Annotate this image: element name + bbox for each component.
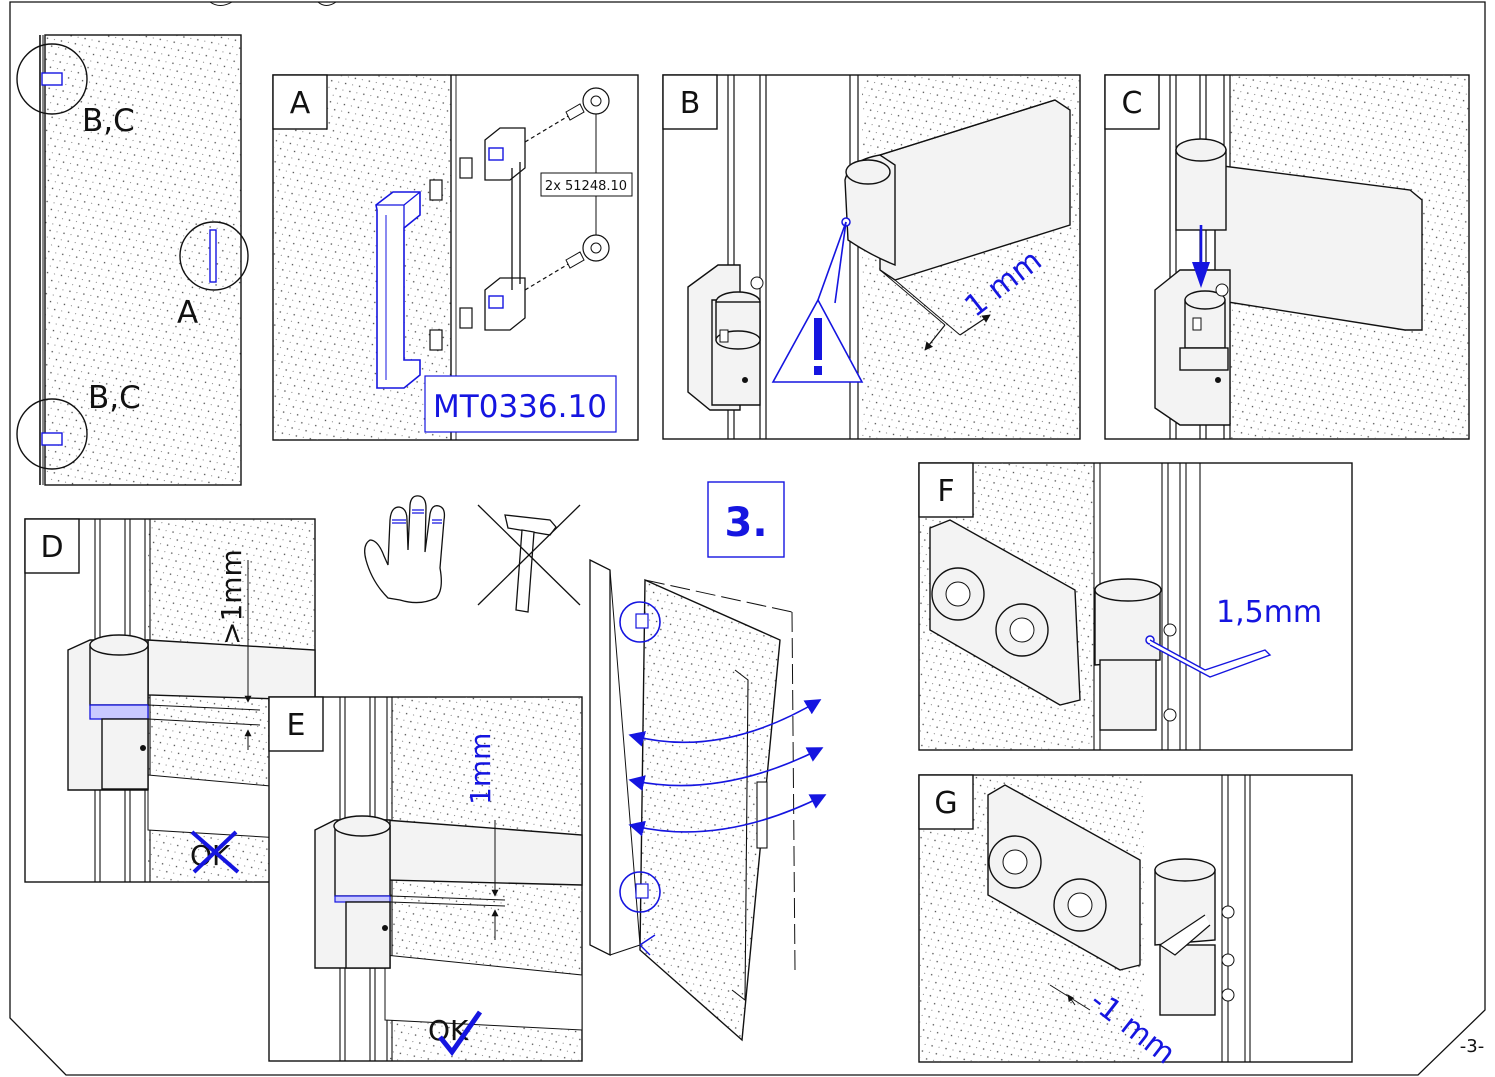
cross-icon (190, 830, 240, 874)
panel-e: E 1mm OK (268, 696, 583, 1062)
a-label: A (177, 295, 198, 331)
panel-a-label: A (290, 86, 311, 121)
bc-bottom-label: B,C (88, 380, 141, 416)
panel-f: F 1,5mm (918, 462, 1353, 751)
door-overview: B,C A B,C (16, 34, 249, 486)
panel-c-label: C (1122, 86, 1143, 121)
gap-e-text: 1mm (464, 733, 497, 805)
panel-a: A 2x 51248.10 MT0336.10 (272, 74, 639, 441)
panel-g: G -1 mm (918, 774, 1353, 1072)
part-ref-text: 2x 51248.10 (545, 179, 627, 194)
panel-b-label: B (680, 86, 701, 121)
step-box (707, 481, 785, 558)
gap-d-text: >1mm (215, 549, 248, 645)
step-number: 3. (724, 500, 767, 546)
check-icon (438, 1010, 483, 1057)
panel-f-label: F (937, 474, 954, 509)
panel-d: D >1mm OK (24, 518, 316, 883)
part-number-text: MT0336.10 (433, 389, 607, 425)
key-size-text: 1,5mm (1216, 595, 1322, 630)
panel-g-label: G (934, 786, 957, 821)
hammer-crossed-icon (477, 504, 581, 613)
allen-key-icon (1149, 639, 1272, 678)
panel-e-label: E (287, 708, 306, 743)
status-e-text: OK (428, 1014, 469, 1047)
hand-icon (364, 495, 446, 604)
door-swing-illustration (589, 558, 827, 1042)
panel-d-label: D (40, 530, 63, 565)
panel-c: C (1104, 74, 1470, 440)
bc-top-label: B,C (82, 103, 135, 139)
panel-b: B 1 mm (662, 74, 1081, 440)
page-number: -3- (1460, 1036, 1484, 1057)
insert-arrow-icon (1192, 262, 1210, 288)
sheet-border (9, 1, 1486, 1076)
